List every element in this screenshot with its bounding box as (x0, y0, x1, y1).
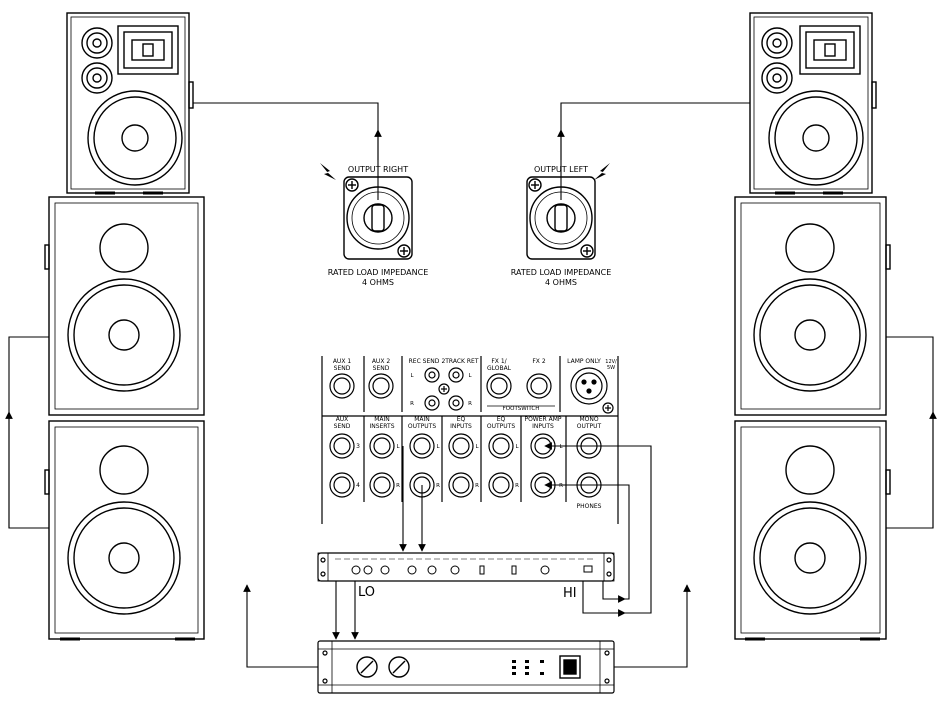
output-left-cable (560, 102, 750, 200)
aux1-send-label: AUX 1 (333, 358, 352, 365)
track-ret-label: 2TRACK RET (441, 358, 478, 365)
rca-socket-icon (424, 367, 464, 411)
pa-r-label: R (559, 483, 563, 489)
mainout-r-label: R (436, 483, 440, 489)
footswitch-label: FOOTSWITCH (503, 406, 540, 412)
aux3-label: 3 (356, 443, 360, 450)
aux1-send-label-2: SEND (334, 365, 351, 372)
aux-send-label-2: SEND (334, 423, 351, 430)
knob-icon (356, 656, 410, 678)
crossover-hi-label: HI (563, 586, 577, 601)
aux4-label: 4 (356, 482, 360, 489)
left-middle-speaker (44, 196, 205, 416)
mainout-l-label: L (436, 444, 440, 450)
main-outputs-label-2: OUTPUTS (408, 423, 436, 430)
eqout-l-label: L (515, 444, 519, 450)
knob-icon (351, 565, 593, 575)
inserts-l-label: L (396, 444, 400, 450)
indicator-led-icon (512, 660, 544, 675)
mono-output-label: MONO (579, 416, 598, 423)
crossover-lo-label: LO (358, 585, 375, 600)
rca-r-label: R (410, 401, 414, 407)
fx1-global-label-2: GLOBAL (487, 365, 512, 372)
lightning-icon (594, 163, 610, 180)
left-top-woofer-icon (87, 90, 183, 186)
right-tweeter-upper-icon (761, 27, 793, 59)
eqout-r-label: R (515, 483, 519, 489)
xlr-socket-icon (570, 367, 614, 414)
eq-outputs-label: EQ (497, 416, 506, 423)
left-link-cable (8, 336, 49, 529)
wiring (5, 102, 937, 668)
eqin-r-label: R (475, 483, 479, 489)
eq-inputs-label-2: INPUTS (450, 423, 472, 430)
right-bottom-woofer-icon (753, 501, 867, 615)
power-amp-inputs-label: POWER AMP (524, 416, 561, 423)
right-top-woofer-icon (768, 90, 864, 186)
eqin-l-label: L (475, 444, 479, 450)
main-inserts-label: MAIN (374, 416, 390, 423)
right-bottom-tweeter-icon (785, 445, 835, 495)
left-top-speaker (66, 12, 194, 195)
left-middle-tweeter-icon (99, 223, 149, 273)
eq-outputs-label-2: OUTPUTS (487, 423, 515, 430)
lightning-icon (320, 163, 336, 180)
right-link-cable (886, 336, 934, 529)
left-middle-woofer-icon (67, 278, 181, 392)
jack-socket-icon (329, 373, 552, 399)
right-horn-icon (799, 25, 861, 75)
rca-ret-r-label: R (468, 401, 472, 407)
lamp-voltage-label: 12V/ (605, 359, 617, 365)
left-bottom-woofer-icon (67, 501, 181, 615)
aux2-send-label-2: SEND (373, 365, 390, 372)
main-outputs-label: MAIN (414, 416, 430, 423)
rca-l-label: L (410, 373, 414, 379)
output-left-rated-load: RATED LOAD IMPEDANCE (511, 268, 612, 277)
output-left-connector (526, 176, 596, 260)
hi-r-cable (544, 481, 630, 600)
left-bottom-tweeter-icon (99, 445, 149, 495)
main-inserts-label-2: INSERTS (369, 423, 394, 430)
lamp-only-label: LAMP ONLY (567, 358, 601, 365)
phones-label: PHONES (577, 503, 602, 510)
eq-inputs-label: EQ (457, 416, 466, 423)
jack-socket-icon (329, 433, 602, 498)
amp-to-left-cabinet-cable (243, 584, 318, 668)
fx2-label: FX 2 (532, 358, 545, 365)
output-right-rated-load: RATED LOAD IMPEDANCE (328, 268, 429, 277)
right-middle-woofer-icon (753, 278, 867, 392)
mono-output-label-2: OUTPUT (577, 423, 602, 430)
left-tweeter-upper-icon (81, 27, 113, 59)
amp-to-right-cabinet-cable (614, 584, 691, 668)
hi-l-cable (544, 442, 652, 614)
right-middle-speaker (734, 196, 891, 416)
output-right-cable (193, 102, 379, 200)
left-tweeter-lower-icon (81, 62, 113, 94)
right-middle-tweeter-icon (785, 223, 835, 273)
mixer-back-panel (321, 356, 619, 524)
output-left-ohms: 4 OHMS (545, 278, 577, 287)
fx1-global-label: FX 1/ (491, 358, 507, 365)
inserts-r-label: R (396, 483, 400, 489)
output-right-connector (343, 176, 413, 260)
left-horn-icon (117, 25, 179, 75)
output-right-ohms: 4 OHMS (362, 278, 394, 287)
power-switch-icon (559, 655, 581, 679)
left-bottom-speaker (44, 420, 205, 641)
aux2-send-label: AUX 2 (372, 358, 391, 365)
rca-ret-l-label: L (468, 373, 472, 379)
right-tweeter-lower-icon (761, 62, 793, 94)
aux-send-label: AUX (336, 416, 349, 423)
pa-l-label: L (559, 444, 563, 450)
right-top-speaker (749, 12, 877, 195)
rec-send-label: REC SEND (409, 358, 440, 365)
crossover-unit (317, 552, 615, 582)
power-amp-inputs-label-2: INPUTS (532, 423, 554, 430)
lamp-watt-label: 5W (607, 365, 615, 371)
right-bottom-speaker (734, 420, 891, 641)
